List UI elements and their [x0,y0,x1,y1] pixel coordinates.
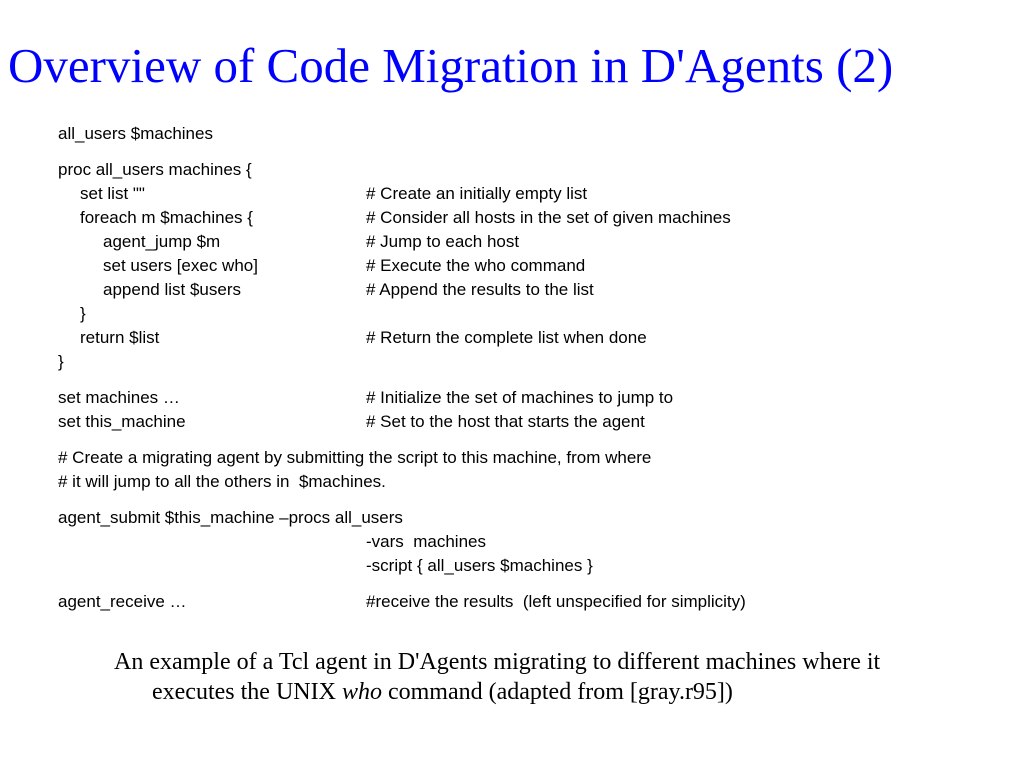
code-listing: all_users $machines proc all_users machi… [58,122,988,614]
code-text: agent_receive … [58,592,187,611]
code-line: } [58,302,988,326]
code-text: # Create a migrating agent by submitting… [58,448,652,467]
code-line: set users [exec who] # Execute the who c… [58,254,988,278]
code-line: -script { all_users $machines } [58,554,988,578]
code-block-invocation: all_users $machines [58,122,988,146]
slide-title: Overview of Code Migration in D'Agents (… [8,38,894,93]
code-continuation: -script { all_users $machines } [366,556,593,575]
code-text: agent_submit $this_machine –procs all_us… [58,508,403,527]
code-comment: # Return the complete list when done [366,328,647,347]
code-text: set list "" [80,184,145,203]
code-text: set machines … [58,388,180,407]
code-line: all_users $machines [58,122,988,146]
code-text: } [58,352,64,371]
code-text: return $list [80,328,160,347]
code-comment: # Jump to each host [366,232,520,251]
code-comment: # Set to the host that starts the agent [366,412,645,431]
caption-text: An example of a Tcl agent in D'Agents mi… [114,649,881,705]
code-comment: # Initialize the set of machines to jump… [366,388,674,407]
code-comment: # Consider all hosts in the set of given… [366,208,731,227]
code-block-setup: set machines … # Initialize the set of m… [58,386,988,434]
caption-emphasis: who [341,679,382,705]
code-line: set this_machine # Set to the host that … [58,410,988,434]
code-comment: # Append the results to the list [366,280,594,299]
code-continuation: -vars machines [366,532,486,551]
code-line: proc all_users machines { [58,158,988,182]
code-line: append list $users # Append the results … [58,278,988,302]
code-text: # it will jump to all the others in $mac… [58,472,386,491]
code-text: } [80,304,86,323]
code-line: set list "" # Create an initially empty … [58,182,988,206]
code-line: foreach m $machines { # Consider all hos… [58,206,988,230]
code-text: agent_jump $m [103,232,221,251]
code-block-comment: # Create a migrating agent by submitting… [58,446,988,494]
code-text: all_users $machines [58,124,213,143]
code-comment: # Execute the who command [366,256,586,275]
code-line: agent_receive … #receive the results (le… [58,590,988,614]
code-line: agent_jump $m # Jump to each host [58,230,988,254]
code-line: -vars machines [58,530,988,554]
code-comment: # Create an initially empty list [366,184,588,203]
code-text: proc all_users machines { [58,160,252,179]
code-block-receive: agent_receive … #receive the results (le… [58,590,988,614]
code-line: } [58,350,988,374]
code-line: set machines … # Initialize the set of m… [58,386,988,410]
code-line: return $list # Return the complete list … [58,326,988,350]
caption-text-end: command (adapted from [gray.r95]) [381,679,733,705]
code-text: set this_machine [58,412,186,431]
code-text: set users [exec who] [103,256,258,275]
code-text: foreach m $machines { [80,208,253,227]
code-text: append list $users [103,280,241,299]
code-comment: #receive the results (left unspecified f… [366,592,746,611]
code-block-procedure: proc all_users machines { set list "" # … [58,158,988,374]
slide-caption: An example of a Tcl agent in D'Agents mi… [114,647,912,707]
code-line: # it will jump to all the others in $mac… [58,470,988,494]
code-line: agent_submit $this_machine –procs all_us… [58,506,988,530]
code-line: # Create a migrating agent by submitting… [58,446,988,470]
code-block-submit: agent_submit $this_machine –procs all_us… [58,506,988,578]
